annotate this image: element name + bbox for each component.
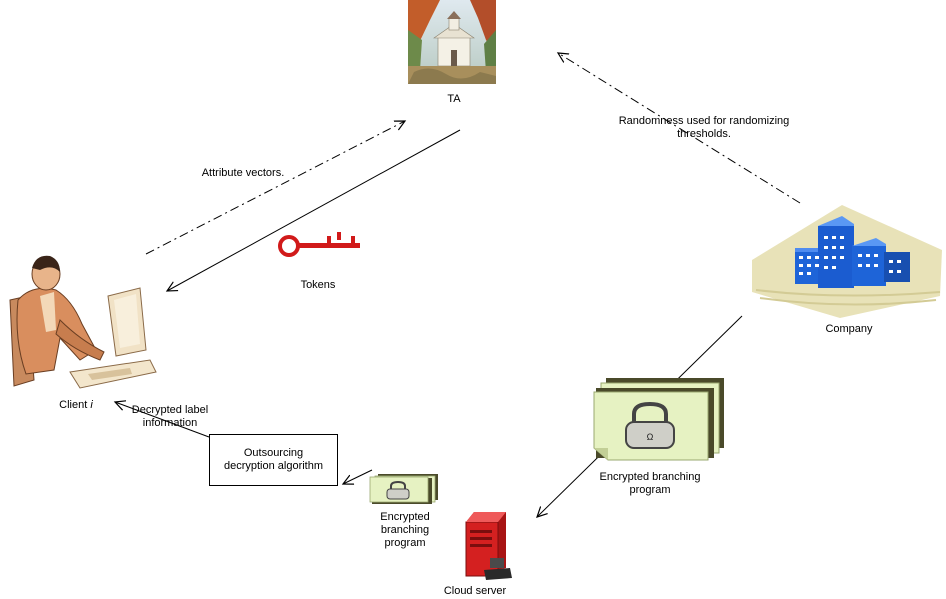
- encrypted-program-large-icon: Ω: [593, 378, 724, 461]
- cloud-server-label: Cloud server: [444, 585, 507, 597]
- tokens-label: Tokens: [301, 279, 336, 291]
- ta-building-image: [408, 0, 496, 84]
- outsourcing-decryption-box: Outsourcing decryption algorithm: [209, 434, 338, 486]
- tokens-arrow: [167, 129, 461, 291]
- encrypted-program-right-label: Encrypted branching program: [599, 471, 701, 496]
- outsourcing-decryption-label: Outsourcing decryption algorithm: [223, 447, 324, 472]
- decrypted-label-info: Decrypted label information: [131, 404, 209, 429]
- cloud-server-icon: [465, 512, 512, 580]
- company-buildings-image: [752, 205, 942, 318]
- encrypted-program-small-label: Encrypted branching program: [380, 511, 430, 549]
- company-label: Company: [825, 323, 873, 335]
- attribute-vectors-arrow: [145, 121, 405, 255]
- cloud-to-outsourcing-arrow: [343, 469, 373, 484]
- client-label: Client i: [59, 399, 93, 411]
- key-icon: [278, 232, 360, 257]
- ta-label: TA: [447, 93, 461, 105]
- attribute-vectors-label: Attribute vectors.: [202, 167, 285, 179]
- lock-icon: Ω: [647, 432, 654, 442]
- outsourcing-to-client-arrow: [115, 402, 210, 438]
- encrypted-program-small-icon: [369, 474, 438, 504]
- randomness-label: Randomness used for randomizing threshol…: [618, 115, 790, 140]
- client-at-computer-image: [9, 255, 157, 389]
